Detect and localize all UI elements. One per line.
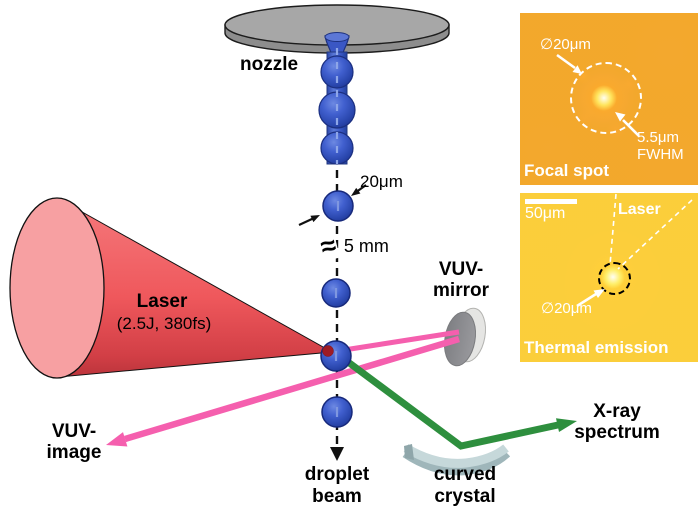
vuv-mirror-label: VUV- mirror [433, 259, 489, 302]
curved-crystal-label: curved crystal [433, 464, 497, 508]
thermal-dashed-circle [598, 262, 631, 295]
droplet-size-arrows [298, 184, 367, 226]
droplet-beam-label: droplet beam [304, 464, 370, 508]
laser-cone [9, 197, 334, 379]
focal-spot-title: Focal spot [524, 161, 610, 180]
laser-params-label: (2.5J, 380fs) [116, 314, 212, 333]
xray-arrowhead [556, 418, 577, 432]
vuv-image-label: VUV- image [46, 421, 102, 464]
focal-spot-annotations [556, 53, 640, 137]
vuv-mirror-disk [444, 307, 486, 367]
thermal-emission-title: Thermal emission [524, 338, 669, 357]
approx-symbol: ≈ [317, 229, 340, 263]
vuv-image-arrowhead [106, 432, 128, 447]
curved-crystal-shape [402, 444, 511, 476]
focal-fwhm-unit: FWHM [637, 146, 684, 163]
focal-diameter-label: ∅20μm [540, 36, 591, 53]
focal-fwhm-value: 5.5μm [637, 129, 679, 146]
xray-spectrum-label: X-ray spectrum [574, 401, 660, 444]
thermal-scale-bar [525, 199, 577, 204]
nozzle-label: nozzle [240, 54, 299, 75]
thermal-emission-inset: 50μm Laser ∅20μm Thermal emission [520, 193, 698, 362]
focal-spot-inset: ∅20μm 5.5μm FWHM Focal spot [520, 13, 698, 185]
liquid-jet [318, 32, 356, 165]
droplet-column [320, 190, 354, 428]
thermal-laser-label: Laser [618, 201, 661, 218]
interaction-point [322, 345, 334, 357]
xray-beam [341, 356, 559, 450]
thermal-annotations [576, 193, 693, 308]
vuv-beam-to-mirror [343, 329, 460, 353]
focal-spot-dashed-circle [570, 62, 642, 134]
vuv-beam-reflected [124, 335, 460, 443]
thermal-scale-label: 50μm [525, 205, 566, 222]
laser-label: Laser [136, 291, 188, 312]
thermal-diameter-label: ∅20μm [541, 300, 592, 317]
droplet-size-label: 20μm [360, 172, 403, 191]
thermal-laser-dashed-line [609, 193, 617, 266]
droplet-axis-arrowhead [330, 447, 344, 461]
gap-distance-label: ≈ 5 mm [317, 229, 389, 263]
thermal-laser-dashed-line [617, 199, 693, 270]
